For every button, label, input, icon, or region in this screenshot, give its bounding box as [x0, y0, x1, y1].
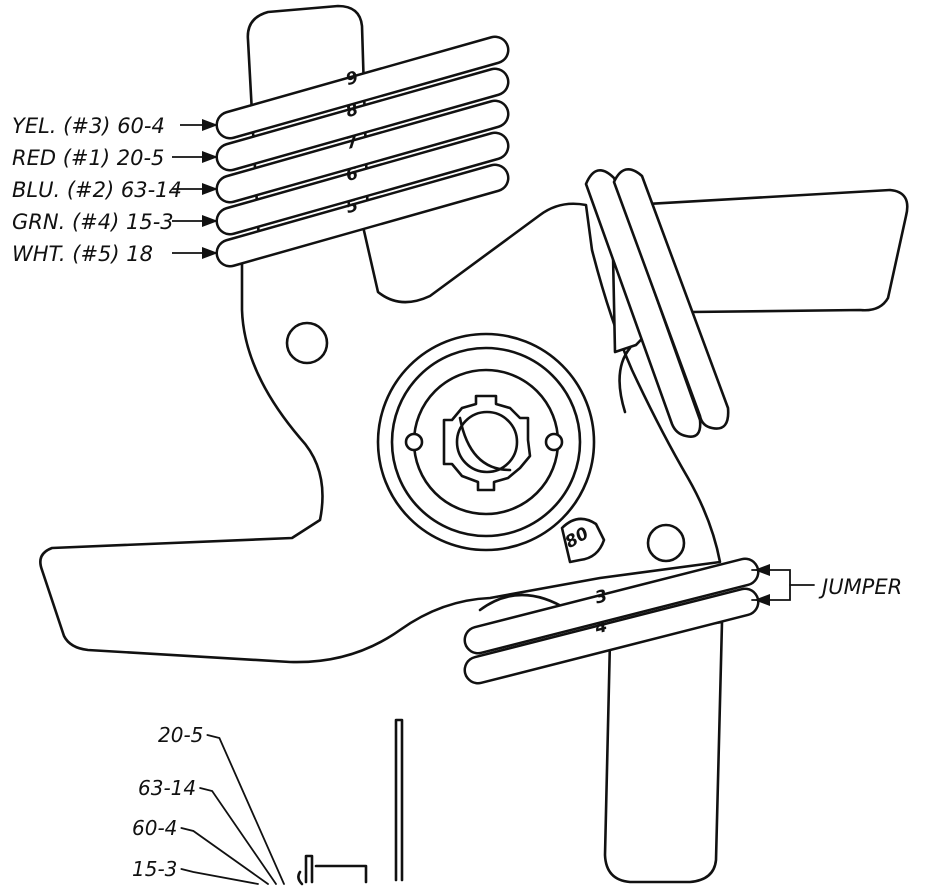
wire-arrow-head — [202, 215, 218, 227]
wire-label-text: RED (#1) 20-5 — [12, 146, 164, 170]
coil-7: 7 — [215, 99, 510, 204]
right-pole-edge — [618, 346, 632, 414]
wire-arrow-head — [202, 151, 218, 163]
detail-label-2: 63-14 — [138, 776, 277, 885]
mount-hole-right — [646, 523, 686, 563]
wire-code: 63-14 — [121, 178, 182, 202]
wire-color: BLU. — [12, 178, 67, 202]
lower-pole-edge — [478, 593, 570, 612]
wire-label-text: WHT. (#5) 18 — [12, 242, 153, 266]
wire-arrow-head — [202, 247, 218, 259]
wire-color: WHT. — [12, 242, 72, 266]
wire-color: YEL. — [12, 114, 63, 138]
coil-9-label: 9 — [344, 68, 361, 91]
detail-label-text: 60-4 — [132, 816, 177, 840]
coil-3-label: 3 — [593, 586, 609, 608]
hub-screw-left — [404, 432, 424, 452]
wire-position: (#3) — [63, 114, 117, 138]
bottom-pole — [603, 620, 724, 884]
wire-arrow-head — [202, 183, 218, 195]
wire-position: (#4) — [72, 210, 126, 234]
wire-position: (#1) — [63, 146, 117, 170]
detail-label-4: 15-3 — [132, 857, 259, 885]
wire-label-1: YEL. (#3) 60-4 — [12, 114, 218, 138]
coil-3: 3 — [463, 557, 760, 655]
detail-label-1: 20-5 — [158, 723, 285, 885]
coil-9: 9 — [215, 35, 510, 140]
right-coil-pair — [584, 168, 730, 438]
detail-label-text: 63-14 — [138, 776, 196, 800]
detail-leader — [180, 827, 269, 885]
wire-position: (#2) — [67, 178, 121, 202]
detail-label-text: 20-5 — [158, 723, 203, 747]
detail-leader — [206, 734, 285, 885]
wire-color: RED — [12, 146, 63, 170]
hub: 80 — [376, 332, 606, 564]
detail-label-text: 15-3 — [132, 857, 177, 881]
wire-code: 15-3 — [126, 210, 174, 234]
mount-hole-left — [285, 321, 329, 365]
wire-label-text: BLU. (#2) 63-14 — [12, 178, 182, 202]
wire-code: 60-4 — [117, 114, 165, 138]
wire-label-text: GRN. (#4) 15-3 — [12, 210, 174, 234]
wire-label-4: GRN. (#4) 15-3 — [12, 210, 218, 234]
hub-tab — [560, 517, 606, 564]
wire-color: GRN. — [12, 210, 72, 234]
detail-label-group: 20-5 63-14 60-4 15-3 — [132, 723, 285, 885]
detail-leader — [180, 868, 259, 885]
wire-position: (#5) — [72, 242, 126, 266]
detail-view — [297, 718, 404, 886]
lower-coil-stack: 43 — [463, 557, 760, 685]
wire-label-3: BLU. (#2) 63-14 — [12, 178, 218, 202]
wire-label-2: RED (#1) 20-5 — [12, 146, 218, 170]
detail-leader — [199, 787, 277, 885]
detail-label-3: 60-4 — [132, 816, 269, 885]
jumper-label: JUMPER — [818, 575, 902, 599]
wire-code: 20-5 — [117, 146, 165, 170]
hub-screw-right — [544, 432, 564, 452]
wire-label-5: WHT. (#5) 18 — [12, 242, 218, 266]
wire-arrow-head — [202, 119, 218, 131]
jumper: JUMPER — [751, 564, 902, 606]
wire-code: 18 — [126, 242, 153, 266]
wire-label-text: YEL. (#3) 60-4 — [12, 114, 165, 138]
